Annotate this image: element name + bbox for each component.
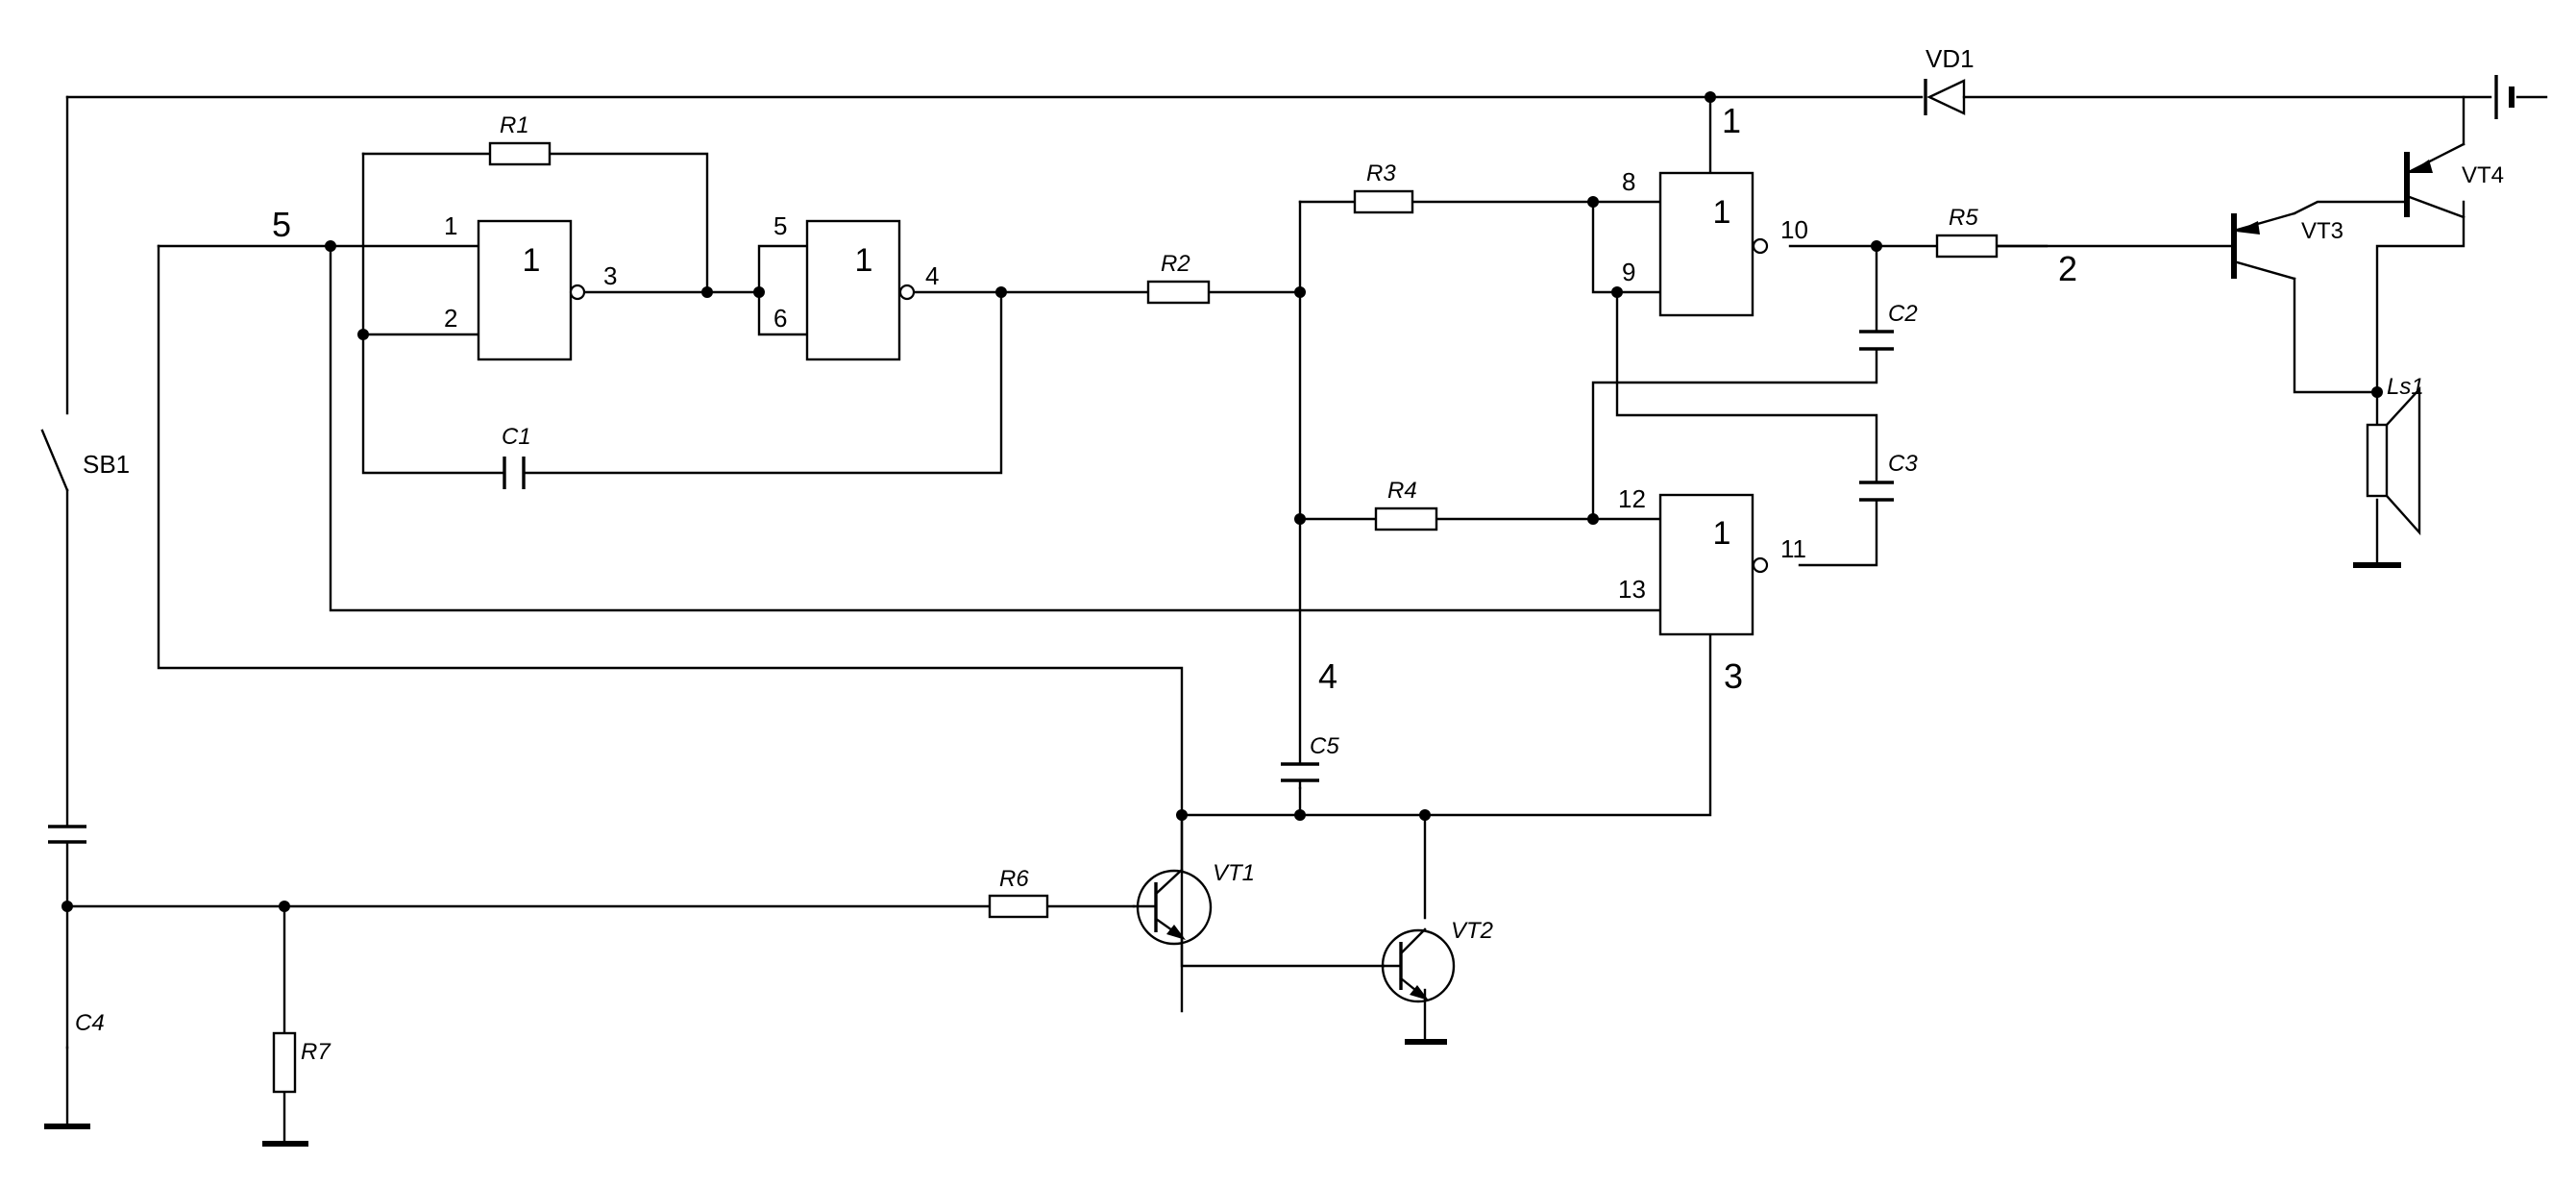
diode-vd1: VD1 [1924, 44, 1975, 115]
speaker-ls1: Ls1 [2366, 374, 2424, 536]
capacitor-c3: C3 [1859, 451, 1918, 502]
switch-sb1: SB1 [40, 429, 130, 492]
pin-label: 3 [603, 261, 617, 290]
node-label: 1 [1722, 101, 1741, 140]
pin-label: 4 [925, 261, 939, 290]
transistor-label: VT4 [2462, 162, 2504, 188]
pin-label: 1 [444, 211, 457, 240]
pin-label: 8 [1622, 167, 1635, 196]
capacitor-label: C5 [1310, 733, 1339, 759]
gate-symbol: 1 [523, 242, 541, 279]
node-labels: 1 2 3 4 5 [272, 101, 2077, 696]
transistor-vt3: VT3 [2231, 211, 2343, 281]
transistor-vt2: VT2 [1381, 918, 1493, 1003]
gate-symbol: 1 [1713, 515, 1731, 552]
capacitor-c4: C4 [48, 825, 105, 1036]
resistor-r1: R1 [488, 112, 552, 166]
transistor-label: VT3 [2301, 218, 2343, 244]
transistor-vt4: VT4 [2404, 142, 2504, 219]
transistor-label: VT2 [1451, 918, 1493, 944]
resistor-label: R4 [1387, 478, 1417, 504]
gate-dd1-1: 1 1 2 3 [444, 211, 617, 361]
capacitor-label: C3 [1888, 451, 1918, 477]
node-label: 2 [2058, 249, 2077, 288]
capacitor-c5: C5 [1281, 733, 1339, 790]
resistor-r7: R7 [272, 1031, 331, 1094]
resistor-r6: R6 [988, 866, 1049, 919]
gate-dd1-2: 1 5 6 4 [773, 211, 939, 361]
resistor-r4: R4 [1374, 478, 1438, 531]
gate-symbol: 1 [1713, 194, 1731, 231]
switch-label: SB1 [83, 450, 130, 479]
resistor-r5: R5 [1935, 205, 1999, 259]
capacitor-label: C4 [75, 1010, 105, 1036]
pin-label: 13 [1618, 575, 1646, 604]
wires [65, 95, 2548, 1146]
pin-label: 10 [1780, 215, 1808, 244]
resistor-r2: R2 [1146, 251, 1211, 305]
resistor-label: R6 [999, 866, 1029, 892]
capacitor-c1: C1 [502, 424, 531, 489]
pin-label: 5 [773, 211, 787, 240]
gate-dd1-3: 1 8 9 10 [1622, 167, 1808, 317]
node-label: 3 [1724, 656, 1743, 696]
capacitor-label: C1 [502, 424, 531, 450]
pin-label: 2 [444, 304, 457, 333]
node-label: 4 [1318, 656, 1337, 696]
transistor-label: VT1 [1213, 860, 1255, 886]
resistor-label: R3 [1366, 161, 1396, 186]
capacitor-label: C2 [1888, 301, 1918, 327]
gate-dd1-4: 1 12 13 11 [1618, 484, 1806, 636]
resistor-label: R1 [500, 112, 529, 138]
pin-label: 12 [1618, 484, 1646, 513]
pin-label: 9 [1622, 258, 1635, 286]
junctions [61, 91, 2383, 912]
resistor-label: R2 [1161, 251, 1190, 277]
diode-label: VD1 [1926, 44, 1975, 73]
pin-label: 6 [773, 304, 787, 333]
ground-symbols [44, 562, 2401, 1147]
resistor-label: R5 [1949, 205, 1978, 231]
capacitor-c2: C2 [1859, 301, 1918, 351]
transistor-vt1: VT1 [1132, 813, 1255, 946]
node-label: 5 [272, 205, 291, 244]
battery-icon [2494, 75, 2515, 119]
resistor-label: R7 [301, 1039, 331, 1065]
pin-label: 11 [1780, 534, 1806, 563]
resistor-r3: R3 [1353, 161, 1414, 214]
speaker-label: Ls1 [2387, 374, 2424, 400]
gate-symbol: 1 [855, 242, 873, 279]
